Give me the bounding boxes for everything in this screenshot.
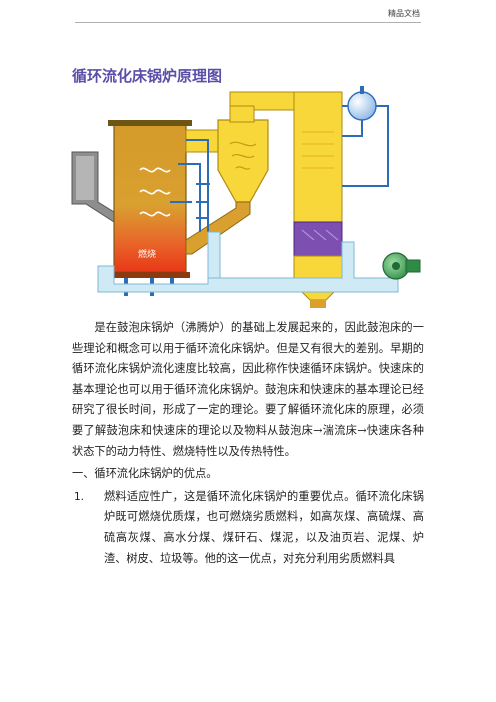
fan-icon	[382, 252, 421, 280]
backpass-shaft	[293, 91, 343, 301]
header-rule	[75, 22, 421, 23]
list-item-number: 1.	[74, 490, 85, 503]
boiler-diagram-svg: 循环流化床锅炉原理图 燃烧	[71, 67, 421, 308]
flue-outlet	[310, 300, 326, 308]
list-item: 1. 燃料适应性广，这是循环流化床锅炉的重要优点。循环流化床锅炉既可燃烧优质煤，…	[72, 487, 424, 569]
page-header-tag: 精品文档	[388, 9, 420, 18]
return-leg	[185, 201, 251, 255]
secondary-air-lines	[196, 183, 210, 219]
list-item-text: 燃料适应性广，这是循环流化床锅炉的重要优点。循环流化床锅炉既可燃烧优质煤，也可燃…	[104, 489, 424, 565]
steam-drum	[347, 86, 377, 121]
furnace	[108, 120, 192, 278]
water-steam-piping	[170, 105, 389, 232]
body-text: 是在鼓泡床锅炉（沸腾炉）的基础上发展起来的，因此鼓泡床的一些理论和概念可以用于循…	[72, 318, 424, 569]
intro-paragraph: 是在鼓泡床锅炉（沸腾炉）的基础上发展起来的，因此鼓泡床的一些理论和概念可以用于循…	[72, 321, 424, 458]
cyclone-separator	[217, 105, 269, 203]
economizer-coils	[302, 131, 334, 169]
combustion-coils	[139, 167, 171, 217]
boiler-diagram: 循环流化床锅炉原理图 燃烧	[58, 52, 438, 308]
diagram-title: 循环流化床锅炉原理图	[72, 67, 222, 85]
section-heading: 一、循环流化床锅炉的优点。	[72, 467, 218, 481]
furnace-burning-label: 燃烧	[138, 248, 156, 260]
coal-hopper	[71, 151, 115, 223]
air-duct	[97, 231, 399, 293]
